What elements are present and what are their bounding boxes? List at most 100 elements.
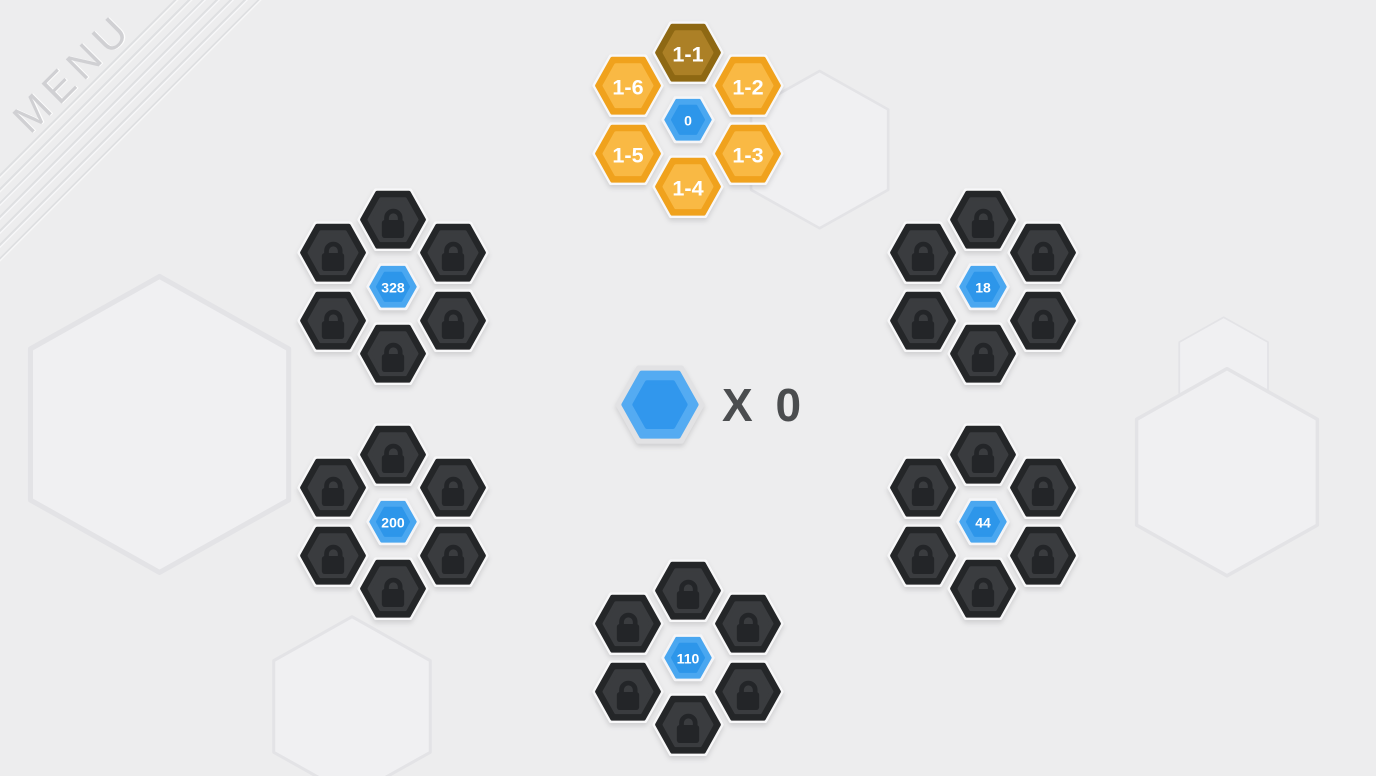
hex-face	[957, 197, 1009, 243]
mouse-cursor-icon	[684, 63, 702, 89]
level-hex-1-6[interactable]: 1-6	[592, 54, 664, 118]
level-hex-1-5[interactable]: 1-5	[592, 122, 664, 186]
counter-value-label: X 0	[722, 379, 807, 432]
locked-level-hex-world-6[interactable]	[712, 592, 784, 656]
hex-face	[722, 131, 774, 177]
hex-face	[1017, 465, 1069, 511]
lock-icon	[1031, 545, 1055, 575]
locked-level-hex-world-2[interactable]	[297, 221, 369, 285]
lock-icon	[911, 242, 935, 272]
cluster-score-hex-world-3: 18	[956, 263, 1010, 311]
lock-icon	[676, 714, 700, 744]
hex-face	[307, 230, 359, 276]
hexagon-shape	[272, 614, 432, 776]
locked-level-hex-world-3[interactable]	[887, 289, 959, 353]
hex-face	[307, 465, 359, 511]
lock-icon	[381, 578, 405, 608]
lock-icon	[321, 545, 345, 575]
hex-face	[602, 669, 654, 715]
hex-face	[722, 601, 774, 647]
lock-icon	[381, 444, 405, 474]
hex-counter: X 0	[615, 365, 806, 449]
locked-level-hex-world-6[interactable]	[592, 592, 664, 656]
hex-face	[427, 465, 479, 511]
locked-level-hex-world-3[interactable]	[1007, 289, 1079, 353]
locked-level-hex-world-4[interactable]	[297, 456, 369, 520]
cluster-score-hex-world-6: 110	[661, 634, 715, 682]
level-hex-1-3[interactable]: 1-3	[712, 122, 784, 186]
hex-face	[662, 30, 714, 76]
lock-icon	[971, 578, 995, 608]
locked-level-hex-world-6[interactable]	[592, 660, 664, 724]
locked-level-hex-world-3[interactable]	[887, 221, 959, 285]
level-hex-1-2[interactable]: 1-2	[712, 54, 784, 118]
cluster-score-hex-world-5: 44	[956, 498, 1010, 546]
lock-icon	[911, 477, 935, 507]
locked-level-hex-world-5[interactable]	[1007, 456, 1079, 520]
locked-level-hex-world-4[interactable]	[417, 456, 489, 520]
hex-face	[670, 642, 706, 674]
locked-level-hex-world-5[interactable]	[947, 557, 1019, 621]
locked-level-hex-world-4[interactable]	[417, 524, 489, 588]
lock-icon	[321, 477, 345, 507]
locked-level-hex-world-2[interactable]	[357, 322, 429, 386]
lock-icon	[616, 681, 640, 711]
level-label: 1-4	[672, 176, 703, 201]
lock-icon	[1031, 242, 1055, 272]
lock-icon	[676, 580, 700, 610]
hex-face	[662, 568, 714, 614]
locked-level-hex-world-4[interactable]	[357, 423, 429, 487]
level-label: 1-2	[732, 75, 763, 100]
cluster-score-value: 110	[677, 651, 700, 667]
locked-level-hex-world-5[interactable]	[1007, 524, 1079, 588]
locked-level-hex-world-5[interactable]	[887, 524, 959, 588]
level-hex-1-4[interactable]: 1-4	[652, 155, 724, 219]
hex-face	[427, 533, 479, 579]
level-label: 1-3	[732, 143, 763, 168]
locked-level-hex-world-3[interactable]	[947, 322, 1019, 386]
cluster-score-value: 0	[684, 113, 692, 129]
cluster-score-value: 44	[975, 515, 991, 531]
hex-face	[602, 131, 654, 177]
decor-hexagon	[28, 273, 292, 575]
locked-level-hex-world-2[interactable]	[417, 221, 489, 285]
locked-level-hex-world-4[interactable]	[357, 557, 429, 621]
lock-icon	[616, 613, 640, 643]
locked-level-hex-world-5[interactable]	[887, 456, 959, 520]
decor-hexagon	[1134, 366, 1320, 578]
cluster-score-hex-world-1: 0	[661, 96, 715, 144]
locked-level-hex-world-2[interactable]	[417, 289, 489, 353]
locked-level-hex-world-3[interactable]	[1007, 221, 1079, 285]
lock-icon	[911, 310, 935, 340]
hex-face	[427, 298, 479, 344]
lock-icon	[1031, 310, 1055, 340]
level-hex-1-1[interactable]: 1-1	[652, 21, 724, 85]
locked-level-hex-world-3[interactable]	[947, 188, 1019, 252]
hex-face	[662, 702, 714, 748]
locked-level-hex-world-5[interactable]	[947, 423, 1019, 487]
lock-icon	[971, 444, 995, 474]
locked-level-hex-world-6[interactable]	[652, 693, 724, 757]
hex-face	[1017, 230, 1069, 276]
locked-level-hex-world-6[interactable]	[712, 660, 784, 724]
lock-icon	[381, 209, 405, 239]
hex-face	[602, 63, 654, 109]
hex-face	[662, 164, 714, 210]
hex-face	[722, 63, 774, 109]
locked-level-hex-world-2[interactable]	[357, 188, 429, 252]
hex-face	[367, 197, 419, 243]
locked-level-hex-world-2[interactable]	[297, 289, 369, 353]
cluster-score-value: 18	[975, 280, 991, 296]
level-label: 1-5	[612, 143, 643, 168]
hex-face	[307, 298, 359, 344]
hex-face	[965, 506, 1001, 538]
cluster-score-value: 200	[381, 515, 405, 531]
lock-icon	[381, 343, 405, 373]
locked-level-hex-world-6[interactable]	[652, 559, 724, 623]
locked-level-hex-world-4[interactable]	[297, 524, 369, 588]
hex-face	[897, 533, 949, 579]
hex-face	[632, 380, 688, 429]
lock-icon	[441, 310, 465, 340]
hex-face	[375, 271, 411, 303]
